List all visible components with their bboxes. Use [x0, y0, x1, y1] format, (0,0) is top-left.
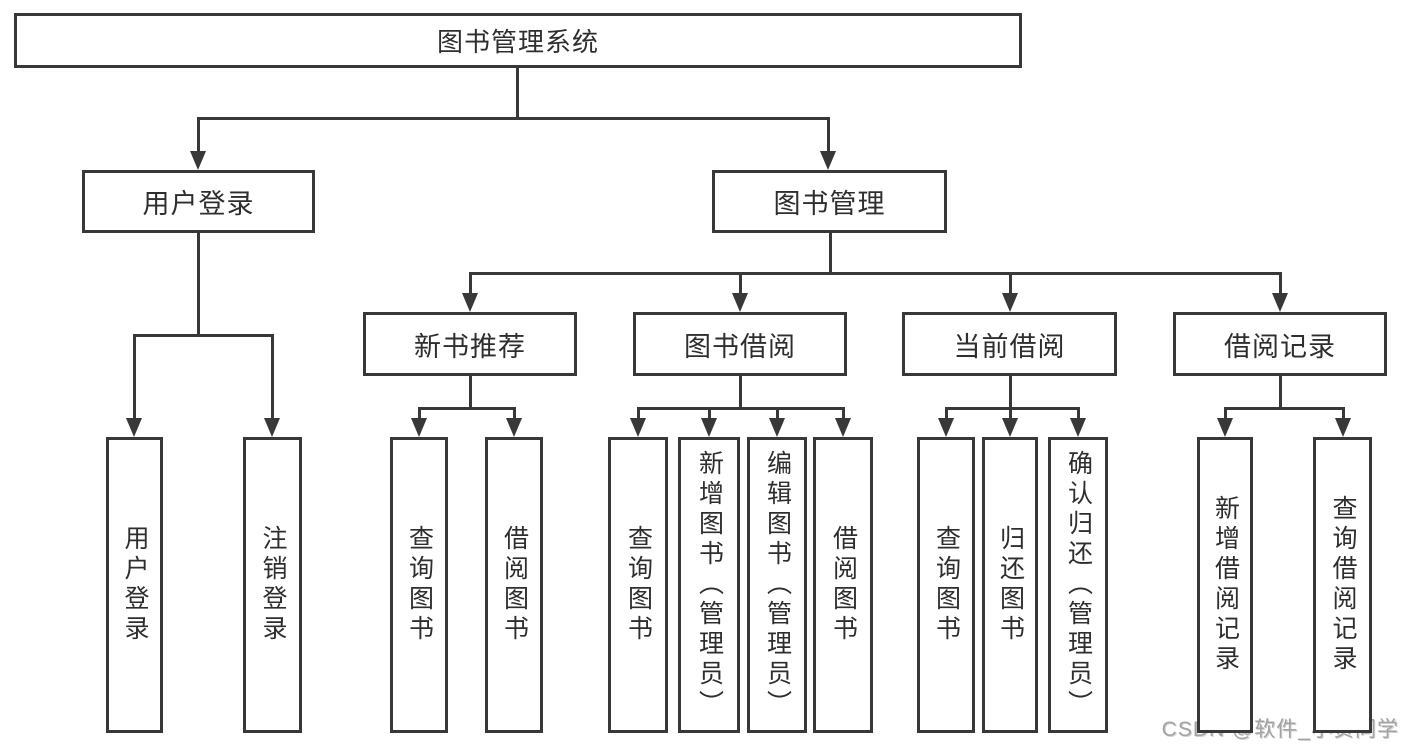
arrow-down-icon [835, 418, 851, 437]
leaf-query-books-borrowing: 查询图书 [608, 437, 668, 733]
connector-drop [1278, 273, 1282, 293]
node-current-borrowing: 当前借阅 [902, 312, 1117, 376]
connector-branch [944, 406, 1080, 410]
leaf-query-borrow-record: 查询借阅记录 [1313, 437, 1372, 733]
connector-stem [468, 376, 472, 408]
connector-stem [1008, 376, 1012, 408]
node-new-book-recommend: 新书推荐 [363, 312, 577, 376]
arrow-down-icon [462, 293, 478, 312]
node-label: 新增借阅记录 [1211, 495, 1240, 675]
arrow-down-icon [126, 418, 142, 437]
leaf-borrow-books-borrowing: 借阅图书 [813, 437, 873, 733]
connector-drop [826, 118, 830, 151]
node-label: 新增图书（管理员） [695, 450, 724, 720]
connector-stem [828, 233, 832, 273]
node-label: 图书管理系统 [436, 27, 599, 57]
node-label: 图书借阅 [684, 331, 796, 362]
connector-drop [1223, 408, 1227, 418]
arrow-down-icon [1002, 418, 1018, 437]
arrow-down-icon [820, 151, 836, 170]
arrow-down-icon [264, 418, 280, 437]
connector-drop [132, 335, 136, 418]
leaf-confirm-return-admin: 确认归还（管理员） [1048, 437, 1108, 733]
arrow-down-icon [411, 418, 427, 437]
connector-drop [738, 273, 742, 293]
node-label: 用户登录 [142, 189, 255, 219]
connector-stem [738, 376, 742, 408]
connector-drop [417, 408, 421, 418]
connector-branch [1223, 406, 1345, 410]
node-label: 注销登录 [259, 525, 287, 645]
node-label: 确认归还（管理员） [1064, 450, 1093, 720]
connector-branch [636, 406, 845, 410]
leaf-query-books-current: 查询图书 [917, 437, 975, 733]
leaf-edit-books-admin: 编辑图书（管理员） [747, 437, 807, 733]
node-root-library-system: 图书管理系统 [14, 13, 1022, 68]
node-label: 查询借阅记录 [1329, 495, 1357, 675]
arrow-down-icon [701, 418, 717, 437]
node-book-borrowing: 图书借阅 [633, 312, 847, 376]
connector-drop [1076, 408, 1080, 418]
arrow-down-icon [1070, 418, 1086, 437]
node-label: 查询图书 [405, 525, 434, 645]
node-book-management: 图书管理 [712, 170, 947, 233]
connector-drop [1341, 408, 1345, 418]
leaf-query-books-recommend: 查询图书 [390, 437, 448, 733]
leaf-user-login: 用户登录 [106, 437, 163, 733]
arrow-down-icon [1272, 293, 1288, 312]
connector-drop [1008, 273, 1012, 293]
arrow-down-icon [732, 293, 748, 312]
node-label: 新书推荐 [414, 331, 526, 362]
connector-branch [417, 406, 516, 410]
connector-branch [196, 116, 830, 120]
arrow-down-icon [506, 418, 522, 437]
connector-drop [1008, 408, 1012, 418]
arrow-down-icon [1335, 418, 1351, 437]
leaf-add-books-admin: 新增图书（管理员） [678, 437, 740, 733]
connector-drop [944, 408, 948, 418]
connector-drop [775, 408, 779, 418]
connector-drop [468, 273, 472, 293]
connector-stem [515, 68, 519, 118]
leaf-return-books: 归还图书 [982, 437, 1038, 733]
leaf-logout: 注销登录 [243, 437, 302, 733]
connector-stem [196, 233, 200, 335]
node-label: 借阅图书 [500, 525, 529, 645]
arrow-down-icon [1002, 293, 1018, 312]
connector-stem [1278, 376, 1282, 408]
connector-branch [132, 333, 274, 337]
arrow-down-icon [769, 418, 785, 437]
node-label: 图书管理 [773, 189, 886, 219]
arrow-down-icon [1217, 418, 1233, 437]
node-label: 编辑图书（管理员） [763, 450, 792, 720]
arrow-down-icon [190, 151, 206, 170]
arrow-down-icon [938, 418, 954, 437]
node-label: 当前借阅 [953, 331, 1066, 362]
arrow-down-icon [630, 418, 646, 437]
node-label: 归还图书 [996, 525, 1025, 645]
connector-branch [468, 271, 1282, 275]
connector-drop [270, 335, 274, 418]
leaf-add-borrow-record: 新增借阅记录 [1197, 437, 1253, 733]
connector-drop [196, 118, 200, 151]
leaf-borrow-books-recommend: 借阅图书 [485, 437, 543, 733]
node-borrowing-records: 借阅记录 [1173, 312, 1387, 376]
connector-drop [636, 408, 640, 418]
node-user-login: 用户登录 [82, 170, 315, 233]
connector-drop [841, 408, 845, 418]
node-label: 用户登录 [121, 525, 149, 645]
node-label: 查询图书 [932, 525, 961, 645]
node-label: 借阅图书 [829, 525, 858, 645]
node-label: 借阅记录 [1224, 331, 1336, 362]
node-label: 查询图书 [624, 525, 653, 645]
connector-drop [707, 408, 711, 418]
connector-drop [512, 408, 516, 418]
